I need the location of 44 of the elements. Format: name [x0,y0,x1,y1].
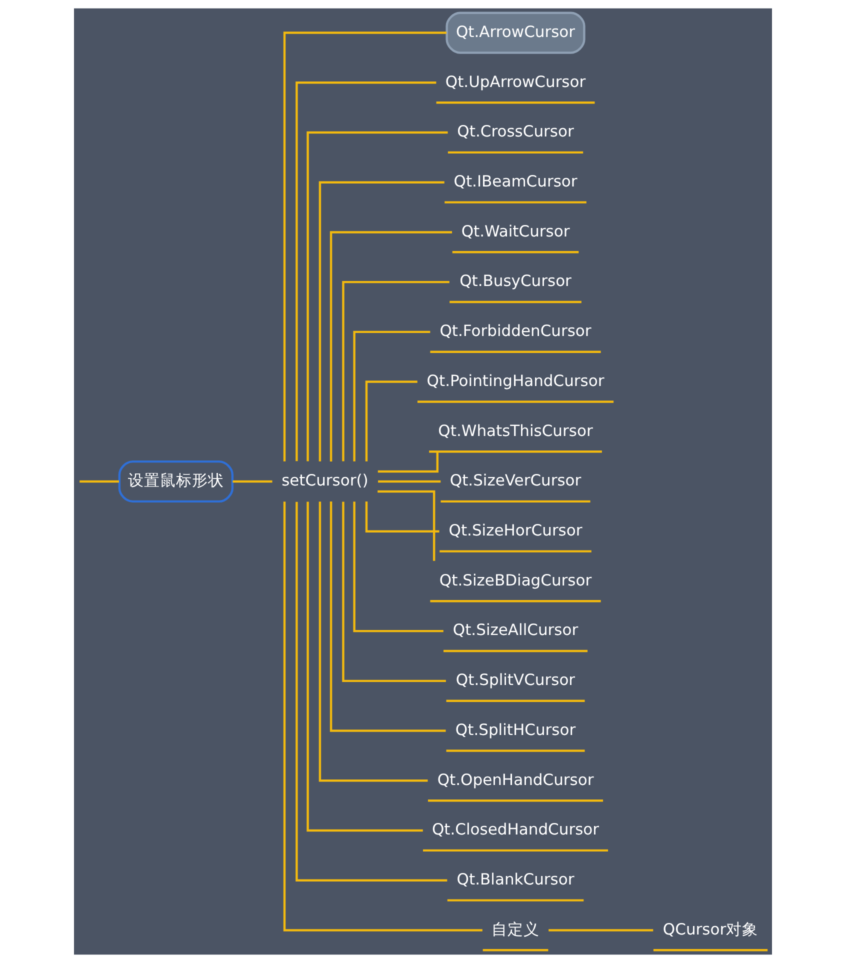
node-text: setCursor() [282,472,368,490]
node-text: Qt.UpArrowCursor [445,72,586,91]
connector [378,480,441,483]
node-text: Qt.SplitHCursor [455,720,576,739]
node-text: Qt.SizeHorCursor [448,521,582,540]
node-text: Qt.OpenHandCursor [437,770,594,789]
connector [296,502,448,882]
connector [283,502,482,932]
node-text: Qt.IBeamCursor [454,172,578,190]
node-text: Qt.CrossCursor [457,122,574,141]
node-text: Qt.SizeBDiagCursor [439,571,592,590]
connector [353,330,430,462]
node-text: Qt.WhatsThisCursor [438,422,593,440]
node-text: Qt.SplitVCursor [456,671,576,690]
connector [318,181,444,462]
connector [80,480,119,483]
connector [342,280,450,462]
connector [365,380,418,462]
connector [378,452,439,473]
connector [283,32,447,462]
node-text: Qt.ClosedHandCursor [432,820,600,839]
node-text: Qt.ForbiddenCursor [440,322,592,340]
node-text: Qt.BlankCursor [456,870,574,888]
node-text: 自定义 [492,920,540,938]
node-text: Qt.SizeVerCursor [450,472,582,490]
connector [342,502,446,682]
connector [296,82,436,462]
node-text: Qt.PointingHandCursor [426,372,604,390]
connector [353,502,444,632]
connector [378,490,436,561]
node-text: Qt.BusyCursor [460,272,572,290]
connector [330,231,452,462]
connector [548,929,654,932]
connector [306,502,423,832]
connector [365,501,440,532]
node-box: Qt.ArrowCursor [446,12,586,54]
node-box: 设置鼠标形状 [118,460,234,503]
connector [232,480,272,483]
connector [306,131,448,462]
connector [318,502,428,782]
node-text: Qt.SizeAllCursor [452,621,578,640]
node-text: Qt.WaitCursor [461,222,570,240]
node-text: QCursor对象 [662,920,758,938]
connector [330,501,446,732]
